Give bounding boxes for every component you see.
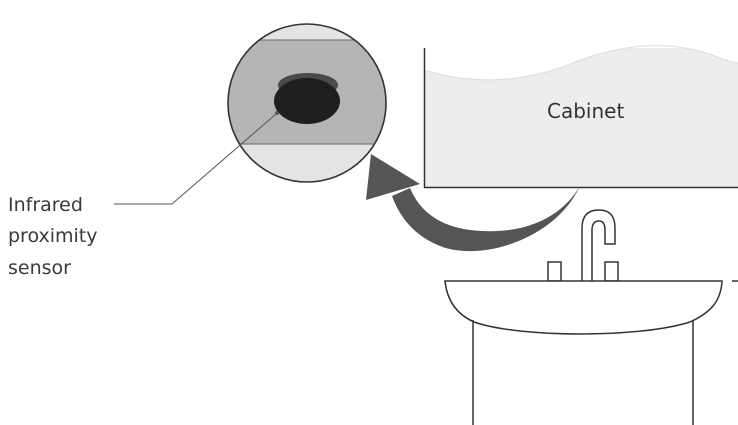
arrow-body xyxy=(392,186,580,252)
cabinet-label: Cabinet xyxy=(547,99,624,123)
sink-basin xyxy=(444,280,723,335)
cabinet-wavy-edge xyxy=(423,45,738,81)
sensor-leader-line xyxy=(114,113,277,205)
faucet-handle-left xyxy=(547,261,562,282)
sensor-icon xyxy=(274,73,340,124)
curved-arrow xyxy=(366,154,580,252)
faucet-handle-right xyxy=(604,261,619,282)
cabinet-wavy-top xyxy=(424,40,738,80)
zoom-outline xyxy=(227,23,387,183)
sensor-label-line3: sensor xyxy=(8,257,71,279)
arrow-head xyxy=(366,154,420,200)
sensor-face xyxy=(274,78,340,124)
zoom-top-band xyxy=(228,24,386,40)
cabinet: Cabinet xyxy=(423,40,738,189)
sink xyxy=(444,209,738,425)
faucet-spout xyxy=(581,209,616,281)
sensor-label-line2: proximity xyxy=(8,225,98,247)
sensor-label-line1: Infrared xyxy=(8,194,83,216)
sensor-leader-dot xyxy=(275,111,279,115)
